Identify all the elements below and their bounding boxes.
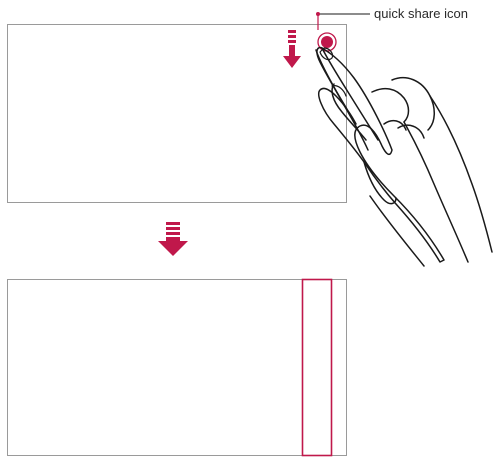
- screen-bottom: [8, 280, 347, 456]
- screen-top: [8, 25, 347, 203]
- step-arrow-icon: [158, 222, 188, 256]
- quick-share-icon-label: quick share icon: [374, 6, 468, 21]
